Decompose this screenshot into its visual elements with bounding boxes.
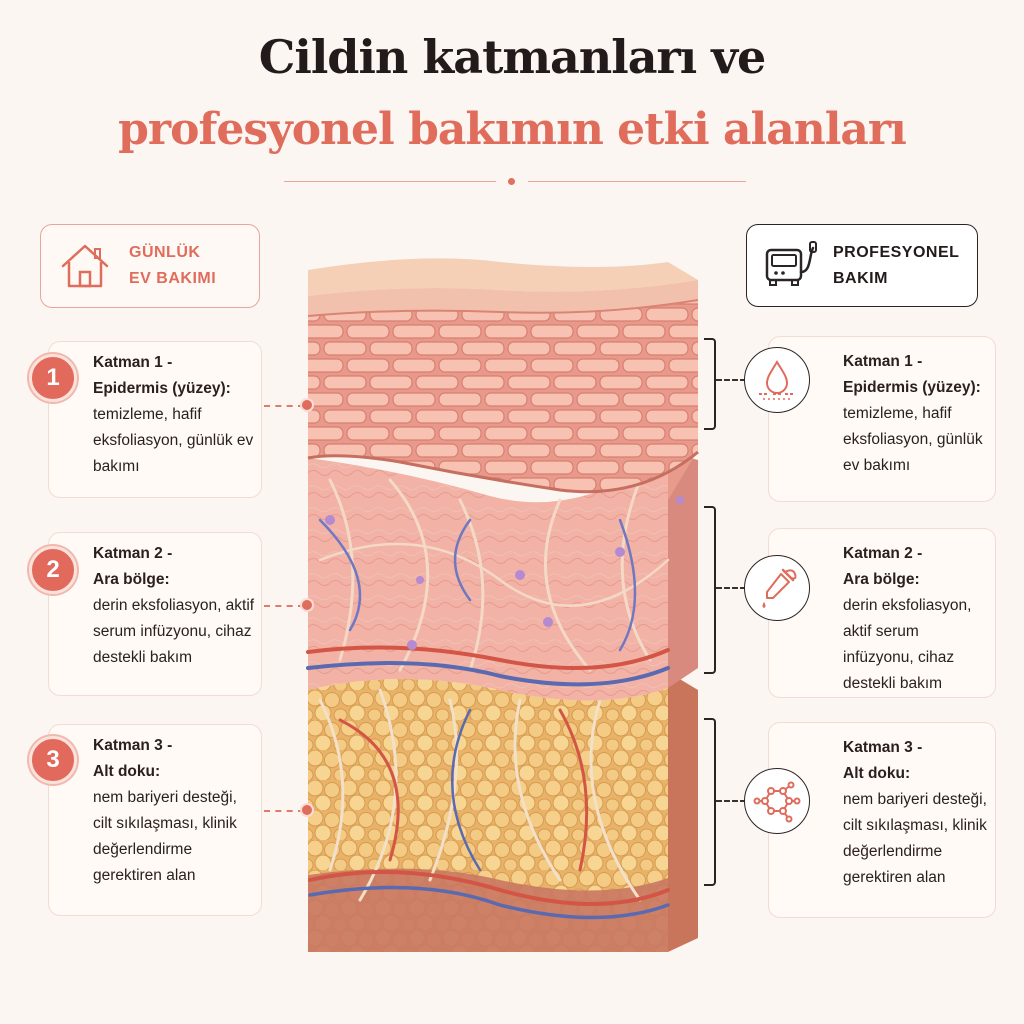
layer2-right-connector xyxy=(716,587,746,589)
layer3-title-line2: Alt doku: xyxy=(93,763,161,780)
layer1-title-line1: Katman 1 - xyxy=(93,354,173,371)
layer2-number-badge: 2 xyxy=(29,546,77,594)
professional-care-header-line2: BAKIM xyxy=(833,269,888,287)
pro-layer2-title-line1: Katman 2 - xyxy=(843,545,923,562)
professional-layer2-card: Katman 2 - Ara bölge: derin eksfoliasyon… xyxy=(768,528,996,698)
layer2-marker-dot xyxy=(300,598,314,612)
professional-care-header: PROFESYONEL BAKIM xyxy=(746,224,978,307)
layer3-icon-badge xyxy=(744,768,810,834)
pro-layer3-description: nem bariyeri desteği, cilt sıkılaşması, … xyxy=(843,791,987,886)
page-title-line1: Cildin katmanları ve xyxy=(258,30,767,84)
home-care-layer3-card: Katman 3 - Alt doku: nem bariyeri desteğ… xyxy=(48,724,262,916)
molecule-icon xyxy=(753,781,801,823)
home-care-header-line2: EV BAKIMI xyxy=(129,270,217,287)
pro-layer1-description: temizleme, hafif eksfoliasyon, günlük ev… xyxy=(843,405,983,474)
layer2-icon-badge xyxy=(744,555,810,621)
professional-care-header-line1: PROFESYONEL xyxy=(833,243,960,261)
layer2-bracket xyxy=(704,506,716,674)
pro-layer2-title-line2: Ara bölge: xyxy=(843,571,920,588)
pro-layer2-description: derin eksfoliasyon, aktif serum infüzyon… xyxy=(843,597,972,692)
device-icon xyxy=(765,240,817,286)
layer2-description: derin eksfoliasyon, aktif serum infüzyon… xyxy=(93,597,255,666)
home-care-layer1-card: Katman 1 - Epidermis (yüzey): temizleme,… xyxy=(48,341,262,498)
professional-layer3-card: Katman 3 - Alt doku: nem bariyeri desteğ… xyxy=(768,722,996,918)
layer3-left-connector xyxy=(264,810,304,812)
home-care-layer2-card: Katman 2 - Ara bölge: derin eksfoliasyon… xyxy=(48,532,262,696)
pro-layer3-title-line2: Alt doku: xyxy=(843,765,911,782)
title-divider-left xyxy=(284,181,496,182)
layer3-description: nem bariyeri desteği, cilt sıkılaşması, … xyxy=(93,789,237,884)
layer1-bracket xyxy=(704,338,716,430)
layer1-description: temizleme, hafif eksfoliasyon, günlük ev… xyxy=(93,406,254,475)
layer3-right-connector xyxy=(716,800,746,802)
layer1-icon-badge xyxy=(744,347,810,413)
layer1-left-connector xyxy=(264,405,304,407)
pro-layer1-title-line1: Katman 1 - xyxy=(843,353,923,370)
layer3-marker-dot xyxy=(300,803,314,817)
layer3-bracket xyxy=(704,718,716,886)
dropper-icon xyxy=(762,568,797,608)
water-drop-icon xyxy=(759,360,795,400)
skin-layers-illustration xyxy=(306,258,699,952)
home-care-header-line1: GÜNLÜK xyxy=(129,244,201,261)
layer3-title-line1: Katman 3 - xyxy=(93,737,173,754)
layer1-number-badge: 1 xyxy=(29,354,77,402)
layer1-title-line2: Epidermis (yüzey): xyxy=(93,380,231,397)
title-divider-dot xyxy=(508,178,515,185)
layer2-left-connector xyxy=(264,605,304,607)
home-care-header: GÜNLÜK EV BAKIMI xyxy=(40,224,260,308)
title-divider-right xyxy=(528,181,746,182)
layer1-right-connector xyxy=(716,379,746,381)
layer2-title-line1: Katman 2 - xyxy=(93,545,173,562)
page-title-line2: profesyonel bakımın etki alanları xyxy=(118,104,907,155)
pro-layer3-title-line1: Katman 3 - xyxy=(843,739,923,756)
layer3-number-badge: 3 xyxy=(29,736,77,784)
pro-layer1-title-line2: Epidermis (yüzey): xyxy=(843,379,981,396)
layer1-marker-dot xyxy=(300,398,314,412)
layer2-title-line2: Ara bölge: xyxy=(93,571,170,588)
house-icon xyxy=(61,244,109,288)
